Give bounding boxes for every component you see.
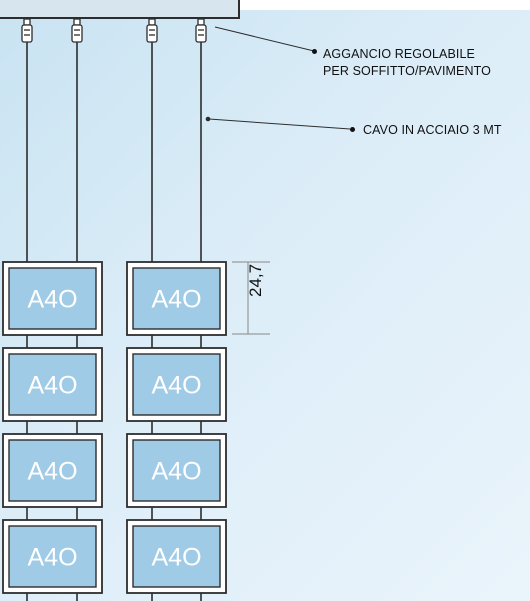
cable-label: CAVO IN ACCIAIO 3 MT bbox=[363, 123, 502, 137]
frame-panel bbox=[8, 439, 97, 502]
display-frame: A4O bbox=[126, 519, 227, 594]
frame-size-label: A4O bbox=[27, 372, 77, 400]
display-frame: A4O bbox=[2, 347, 103, 422]
frame-panel bbox=[8, 353, 97, 416]
display-frame: A4O bbox=[2, 519, 103, 594]
hooks bbox=[21, 18, 207, 43]
cable-leader-line bbox=[208, 118, 351, 130]
background-strip bbox=[240, 0, 530, 10]
hook-connector bbox=[146, 18, 158, 43]
frame-panel bbox=[132, 267, 221, 330]
frame-panel bbox=[8, 267, 97, 330]
display-frame: A4O bbox=[2, 261, 103, 336]
frame-panel bbox=[132, 439, 221, 502]
hook-connector bbox=[21, 18, 33, 43]
display-frames: A4O A4O A4O A4O A4O A4O A4O A4O bbox=[2, 261, 227, 594]
hook-connector bbox=[195, 18, 207, 43]
cable-marker-dot bbox=[205, 116, 211, 122]
frame-size-label: A4O bbox=[27, 544, 77, 572]
frame-panel bbox=[132, 353, 221, 416]
frame-size-label: A4O bbox=[27, 458, 77, 486]
display-frame: A4O bbox=[126, 433, 227, 508]
frame-size-label: A4O bbox=[151, 544, 201, 572]
cable-bullet bbox=[350, 127, 355, 132]
hook-connector bbox=[71, 18, 83, 43]
frame-panel bbox=[132, 525, 221, 588]
frame-size-label: A4O bbox=[151, 372, 201, 400]
dimension-marks bbox=[232, 261, 270, 335]
display-frame: A4O bbox=[126, 347, 227, 422]
display-frame: A4O bbox=[126, 261, 227, 336]
frame-panel bbox=[8, 525, 97, 588]
hook-bullet bbox=[312, 49, 317, 54]
frame-size-label: A4O bbox=[151, 286, 201, 314]
display-frame: A4O bbox=[2, 433, 103, 508]
dimension-label: 24,7 bbox=[246, 263, 265, 297]
frame-size-label: A4O bbox=[151, 458, 201, 486]
frame-size-label: A4O bbox=[27, 286, 77, 314]
hook-leader-line bbox=[214, 26, 315, 52]
hook-label-line2: PER SOFFITTO/PAVIMENTO bbox=[323, 64, 491, 78]
ceiling-plate bbox=[0, 0, 240, 19]
leader-lines bbox=[208, 26, 351, 130]
hook-label-line1: AGGANCIO REGOLABILE bbox=[323, 47, 475, 61]
